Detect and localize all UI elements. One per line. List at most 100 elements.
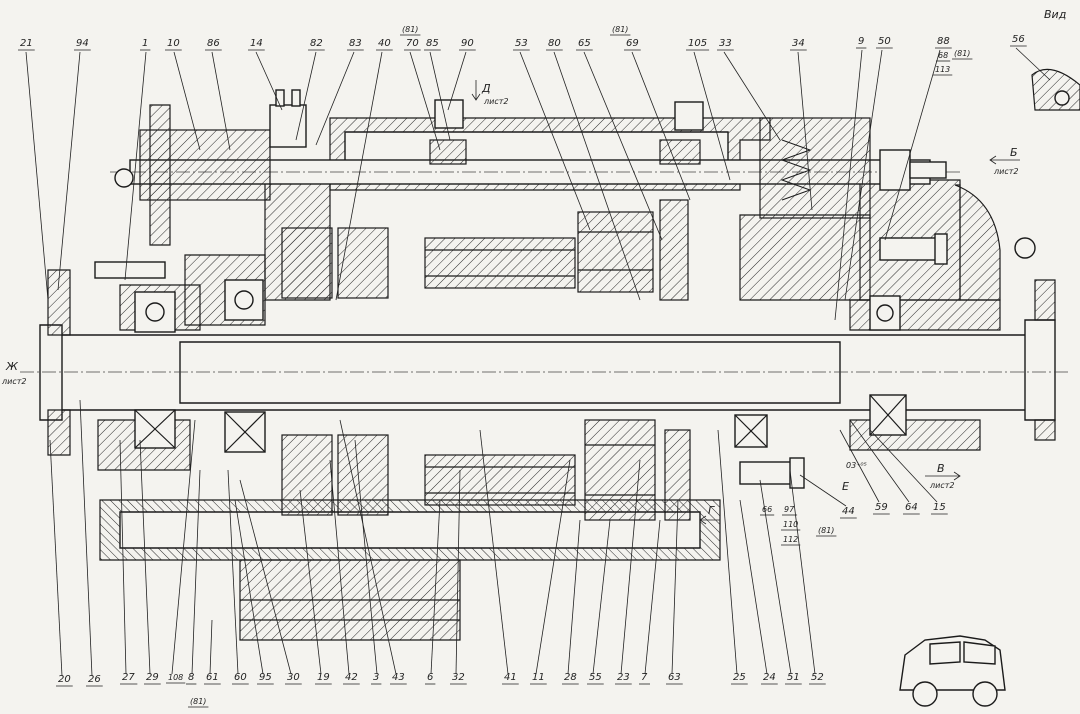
callout-97: 97 <box>784 505 795 514</box>
leader-line <box>519 51 591 231</box>
view-ref-d-sheet: лист2 <box>483 97 508 106</box>
circled-mark-top-1: (81) <box>402 25 418 34</box>
callout-3: 3 <box>373 672 379 683</box>
view-ref-b-sheet: лист2 <box>993 167 1018 176</box>
leader-line <box>119 439 127 675</box>
callout-30: 30 <box>287 672 300 683</box>
leader-line <box>799 474 847 507</box>
arrow-b <box>989 155 1020 165</box>
callout-88: 88 <box>937 36 950 47</box>
leader-line <box>49 439 63 677</box>
callout-51: 51 <box>787 672 800 683</box>
leader-line <box>191 469 201 675</box>
leader-line <box>429 51 451 141</box>
leader-line <box>759 479 792 675</box>
callout-24: 24 <box>763 672 776 683</box>
leader-line <box>849 419 910 503</box>
callout-70: 70 <box>406 38 419 49</box>
leader-line <box>139 439 151 675</box>
leader-line <box>869 429 938 503</box>
callout-27: 27 <box>122 672 135 683</box>
leader-line <box>209 619 213 675</box>
view-references: Д лист2 Б лист2 В лист2 Ж лист2 Г Е 03⁺⁰… <box>1 80 1020 525</box>
callout-32: 32 <box>452 672 465 683</box>
leader-line <box>299 489 322 675</box>
view-ref-zh-letter: Ж <box>5 360 19 373</box>
leader-line <box>329 459 350 675</box>
callouts-bottom: 20 26 27 29 108 8 61 60 95 30 19 42 3 43… <box>58 672 824 685</box>
callouts-right: 44 59 64 15 66 97 110 112 <box>762 502 946 544</box>
leader-line <box>335 51 383 301</box>
circled-mark-top-3: (81) <box>954 49 970 58</box>
leader-line <box>447 51 467 111</box>
leader-line <box>553 51 641 301</box>
callout-29: 29 <box>146 672 159 683</box>
view-ref-d-letter: Д <box>481 82 491 95</box>
leader-line <box>57 51 81 291</box>
view-ref-v-sheet: лист2 <box>929 481 954 490</box>
circled-mark-bottom: (81) <box>190 697 206 706</box>
callout-19: 19 <box>317 672 330 683</box>
callout-23: 23 <box>617 672 630 683</box>
callout-63: 63 <box>668 672 681 683</box>
view-ref-zh-sheet: лист2 <box>1 377 26 386</box>
callout-60: 60 <box>234 672 247 683</box>
callout-15: 15 <box>933 502 946 513</box>
leader-line <box>535 459 571 675</box>
leader-line <box>255 51 283 111</box>
callout-42: 42 <box>345 672 358 683</box>
leader-line <box>173 51 201 151</box>
leader-line <box>884 49 941 241</box>
callout-80: 80 <box>548 38 561 49</box>
callout-25: 25 <box>733 672 746 683</box>
view-ref-v-letter: В <box>937 462 945 475</box>
leader-line <box>430 499 441 675</box>
callout-69: 69 <box>626 38 639 49</box>
callout-1: 1 <box>142 38 148 49</box>
callout-86: 86 <box>207 38 220 49</box>
callout-7: 7 <box>641 672 648 683</box>
leader-line <box>79 399 93 677</box>
leader-line <box>592 519 611 675</box>
callout-6: 6 <box>427 672 433 683</box>
callout-10: 10 <box>167 38 180 49</box>
leader-line <box>739 499 768 675</box>
leader-line <box>354 439 378 675</box>
leader-line <box>631 51 691 201</box>
leader-line <box>171 419 196 675</box>
callout-94: 94 <box>76 38 89 49</box>
leader-line <box>717 429 738 675</box>
leader-line <box>789 469 816 675</box>
callout-40: 40 <box>378 38 391 49</box>
callout-66: 66 <box>762 505 772 514</box>
callout-43: 43 <box>392 672 405 683</box>
leader-line <box>239 479 292 675</box>
callout-26: 26 <box>88 674 101 685</box>
callout-105: 105 <box>688 38 707 49</box>
callout-14: 14 <box>250 38 263 49</box>
leader-line <box>1015 47 1051 81</box>
leader-line <box>227 469 239 675</box>
callout-59: 59 <box>875 502 888 513</box>
callout-61: 61 <box>206 672 219 683</box>
leader-line <box>693 51 731 181</box>
callout-113: 113 <box>935 65 950 74</box>
callout-68: 68 <box>938 51 948 60</box>
leader-line <box>583 51 663 241</box>
leader-line <box>839 429 880 503</box>
circled-mark-top-2: (81) <box>612 25 628 34</box>
callout-11: 11 <box>532 672 545 683</box>
leader-line <box>644 519 661 675</box>
leader-line <box>409 51 441 151</box>
leader-line <box>455 469 461 675</box>
view-label: Вид <box>1044 8 1066 21</box>
circled-mark-right: (81) <box>818 526 834 535</box>
callout-56: 56 <box>1012 34 1025 45</box>
leader-line <box>797 51 813 211</box>
leader-line <box>567 519 581 675</box>
callout-33: 33 <box>719 38 732 49</box>
bearings <box>134 279 907 453</box>
callout-53: 53 <box>515 38 528 49</box>
leader-line <box>25 51 49 301</box>
